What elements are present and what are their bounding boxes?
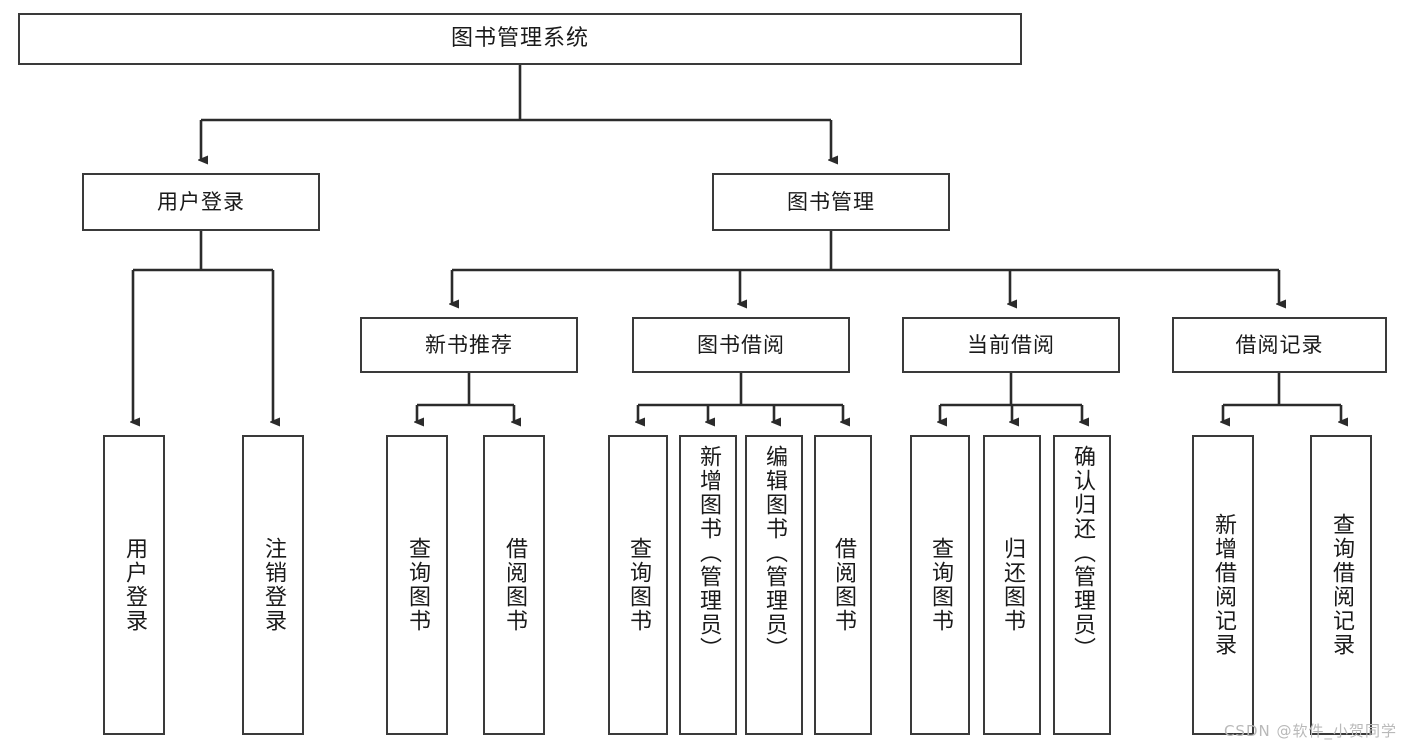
leaf-add-borrow-record[interactable]: 新增借阅记录 bbox=[1192, 435, 1254, 735]
leaf-confirm-return-admin[interactable]: 确认归还（管理员） bbox=[1053, 435, 1111, 735]
leaf-query-book-current[interactable]: 查询图书 bbox=[910, 435, 970, 735]
node-label: 借阅记录 bbox=[1235, 332, 1324, 357]
node-current-borrow[interactable]: 当前借阅 bbox=[902, 317, 1120, 373]
node-label: 新书推荐 bbox=[425, 332, 513, 357]
leaf-query-borrow-record[interactable]: 查询借阅记录 bbox=[1310, 435, 1372, 735]
leaf-edit-book-admin[interactable]: 编辑图书（管理员） bbox=[745, 435, 803, 735]
leaf-label: 查询图书 bbox=[927, 537, 953, 633]
node-label: 当前借阅 bbox=[967, 332, 1055, 357]
leaf-label: 查询借阅记录 bbox=[1328, 513, 1354, 657]
leaf-label: 归还图书 bbox=[999, 537, 1025, 633]
leaf-return-book[interactable]: 归还图书 bbox=[983, 435, 1041, 735]
node-label: 图书管理 bbox=[787, 189, 875, 214]
node-book-borrow[interactable]: 图书借阅 bbox=[632, 317, 850, 373]
leaf-query-book-recommend[interactable]: 查询图书 bbox=[386, 435, 448, 735]
leaf-label: 用户登录 bbox=[121, 537, 147, 633]
node-user-login[interactable]: 用户登录 bbox=[82, 173, 320, 231]
leaf-label: 查询图书 bbox=[404, 537, 430, 633]
node-borrow-record[interactable]: 借阅记录 bbox=[1172, 317, 1387, 373]
leaf-user-login[interactable]: 用户登录 bbox=[103, 435, 165, 735]
leaf-label: 新增图书（管理员） bbox=[695, 445, 721, 661]
leaf-borrow-book-recommend[interactable]: 借阅图书 bbox=[483, 435, 545, 735]
leaf-label: 查询图书 bbox=[625, 537, 651, 633]
leaf-label: 编辑图书（管理员） bbox=[761, 445, 787, 661]
watermark: CSDN @软件_小贺同学 bbox=[1223, 722, 1397, 740]
leaf-add-book-admin[interactable]: 新增图书（管理员） bbox=[679, 435, 737, 735]
leaf-user-logout[interactable]: 注销登录 bbox=[242, 435, 304, 735]
node-label: 用户登录 bbox=[157, 189, 245, 214]
leaf-query-book-borrow[interactable]: 查询图书 bbox=[608, 435, 668, 735]
node-root[interactable]: 图书管理系统 bbox=[18, 13, 1022, 65]
node-label: 图书借阅 bbox=[697, 332, 785, 357]
leaf-label: 注销登录 bbox=[260, 537, 286, 633]
leaf-label: 借阅图书 bbox=[830, 537, 856, 633]
leaf-label: 借阅图书 bbox=[501, 537, 527, 633]
leaf-label: 新增借阅记录 bbox=[1210, 513, 1236, 657]
node-new-book-recommend[interactable]: 新书推荐 bbox=[360, 317, 578, 373]
leaf-borrow-book[interactable]: 借阅图书 bbox=[814, 435, 872, 735]
leaf-label: 确认归还（管理员） bbox=[1069, 445, 1095, 661]
node-book-management[interactable]: 图书管理 bbox=[712, 173, 950, 231]
node-label: 图书管理系统 bbox=[450, 26, 589, 52]
